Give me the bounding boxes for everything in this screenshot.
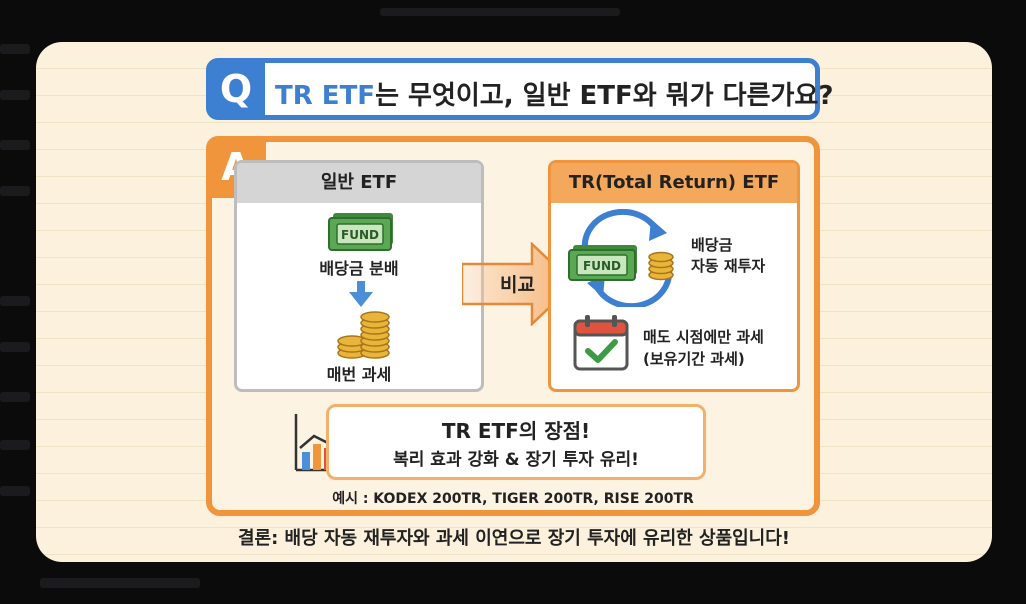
tr-etf-header: TR(Total Return) ETF bbox=[551, 163, 797, 203]
reinvest-cycle-icon: FUND bbox=[568, 209, 674, 307]
fund-label-left: FUND bbox=[341, 228, 379, 242]
money-bill-icon: FUND bbox=[328, 213, 393, 251]
question-rest: 는 무엇이고, 일반 ETF와 뭐가 다른가요? bbox=[375, 81, 834, 111]
reinvest-label-line2: 자동 재투자 bbox=[691, 257, 766, 275]
infographic-card: Q TR ETF는 무엇이고, 일반 ETF와 뭐가 다른가요? A 일반 ET… bbox=[36, 42, 992, 562]
tr-etf-box: TR(Total Return) ETF FUND 배당금 자동 재투자 bbox=[548, 160, 800, 392]
coin-stack-icon bbox=[337, 311, 390, 359]
advantage-title: TR ETF의 장점! bbox=[441, 419, 591, 443]
arrow-down-icon bbox=[349, 281, 373, 307]
example-list: 예시 : KODEX 200TR, TIGER 200TR, RISE 200T… bbox=[332, 491, 694, 507]
question-highlight: TR ETF bbox=[275, 81, 376, 111]
calendar-check-icon bbox=[573, 315, 629, 371]
backdrop-line bbox=[380, 8, 620, 16]
backdrop-line bbox=[0, 296, 30, 306]
backdrop-line bbox=[0, 486, 30, 496]
regular-etf-box: 일반 ETF FUND 배당금 분배 bbox=[234, 160, 484, 392]
advantage-subtitle: 복리 효과 강화 & 장기 투자 유리! bbox=[393, 450, 639, 470]
sparkle-icon bbox=[989, 554, 992, 562]
dividend-distribution-label: 배당금 분배 bbox=[319, 259, 399, 278]
backdrop-line bbox=[0, 392, 30, 402]
fund-label-right: FUND bbox=[583, 259, 621, 273]
backdrop-line bbox=[0, 44, 30, 54]
backdrop-line bbox=[0, 440, 30, 450]
conclusion-text: 결론: 배당 자동 재투자와 과세 이연으로 장기 투자에 유리한 상품입니다! bbox=[237, 528, 791, 549]
tax-on-sale-label-line1: 매도 시점에만 과세 bbox=[643, 328, 764, 346]
advantage-box: TR ETF의 장점! 복리 효과 강화 & 장기 투자 유리! bbox=[326, 404, 706, 480]
answer-panel: A 일반 ETF FUND 배당금 분배 bbox=[206, 136, 820, 516]
backdrop-line bbox=[0, 140, 30, 150]
regular-etf-header: 일반 ETF bbox=[237, 163, 481, 203]
backdrop-line bbox=[0, 342, 30, 352]
question-badge: Q bbox=[207, 59, 265, 119]
compare-label: 비교 bbox=[500, 274, 535, 296]
tax-on-sale-label-line2: (보유기간 과세) bbox=[643, 350, 745, 368]
backdrop-line bbox=[40, 578, 200, 588]
question-text: TR ETF는 무엇이고, 일반 ETF와 뭐가 다른가요? bbox=[275, 75, 833, 112]
tax-every-time-label: 매번 과세 bbox=[326, 365, 392, 384]
question-bar: Q TR ETF는 무엇이고, 일반 ETF와 뭐가 다른가요? bbox=[206, 58, 833, 120]
reinvest-label-line1: 배당금 bbox=[691, 236, 733, 254]
backdrop-line bbox=[0, 90, 30, 100]
backdrop-line bbox=[0, 186, 30, 196]
